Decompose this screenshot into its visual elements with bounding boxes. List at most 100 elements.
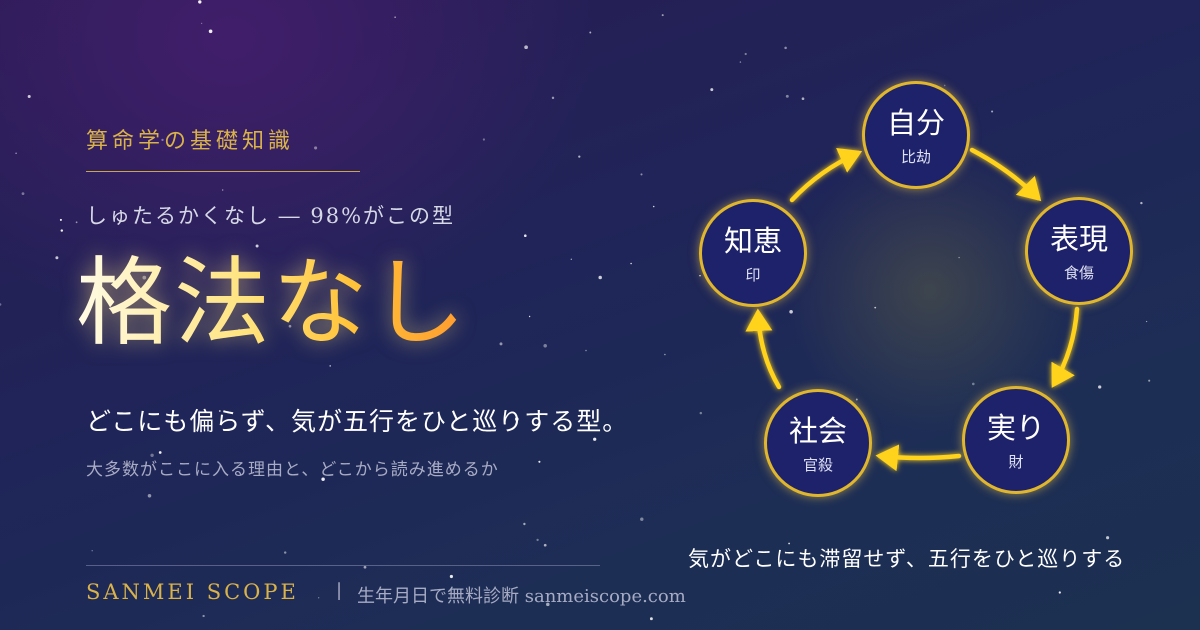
star xyxy=(972,382,975,386)
star xyxy=(514,417,519,421)
star xyxy=(449,574,453,579)
star xyxy=(150,453,154,458)
star xyxy=(55,256,59,260)
star xyxy=(739,61,742,63)
star xyxy=(255,244,259,248)
star xyxy=(288,324,292,328)
star xyxy=(218,410,221,412)
star xyxy=(200,22,203,25)
star xyxy=(161,138,164,142)
star xyxy=(21,192,25,196)
cycle-node-wisdom: 知恵 印 xyxy=(699,199,807,307)
node-label: 社会 xyxy=(788,414,847,448)
node-label: 知恵 xyxy=(723,224,782,258)
star xyxy=(1145,320,1148,323)
node-label: 表現 xyxy=(1049,222,1108,256)
star xyxy=(578,155,581,158)
star xyxy=(699,274,701,277)
star xyxy=(789,310,793,314)
star xyxy=(785,94,789,98)
footer-divider xyxy=(86,565,600,566)
arrow-icon xyxy=(969,147,1042,202)
star xyxy=(630,262,632,265)
star xyxy=(1140,201,1143,205)
star xyxy=(1098,385,1102,389)
star xyxy=(482,138,486,141)
star xyxy=(661,14,664,17)
star xyxy=(208,29,213,34)
reading-subtitle: しゅたるかくなし ― 98%がこの型 xyxy=(86,204,456,228)
star xyxy=(744,52,747,56)
star xyxy=(15,152,17,155)
section-label: 算命学の基礎知識 xyxy=(86,129,295,154)
star xyxy=(855,398,858,401)
footer-link[interactable]: 生年月日で無料診断 sanmeiscope.com xyxy=(357,586,686,607)
star xyxy=(222,189,224,191)
star xyxy=(538,460,541,463)
cycle-node-society: 社会 官殺 xyxy=(764,389,872,497)
arrow-icon xyxy=(875,444,962,472)
star xyxy=(788,542,790,545)
star xyxy=(0,303,2,306)
star xyxy=(570,258,572,260)
star xyxy=(710,88,714,92)
star xyxy=(543,543,547,547)
cycle-caption: 気がどこにも滞留せず、五行をひと巡りする xyxy=(688,547,1126,571)
sub-description: 大多数がここに入る理由と、どこから読み進めるか xyxy=(86,460,499,480)
description: どこにも偏らず、気が五行をひと巡りする型。 xyxy=(86,407,629,436)
star xyxy=(321,477,325,481)
star xyxy=(238,328,241,331)
star xyxy=(524,234,527,237)
node-sublabel: 比劫 xyxy=(900,148,931,166)
star xyxy=(499,342,503,346)
star xyxy=(943,84,946,87)
star xyxy=(585,349,587,352)
node-sublabel: 財 xyxy=(1008,453,1024,471)
section-divider xyxy=(86,171,360,172)
star xyxy=(59,218,62,221)
node-sublabel: 印 xyxy=(745,266,761,284)
star xyxy=(158,451,162,454)
star xyxy=(202,614,205,618)
star xyxy=(1148,379,1151,382)
star xyxy=(198,0,202,4)
star xyxy=(419,218,421,220)
star xyxy=(543,344,547,348)
star xyxy=(1058,591,1061,594)
star xyxy=(958,256,960,259)
node-sublabel: 食傷 xyxy=(1063,264,1094,282)
arrow-icon xyxy=(789,148,863,203)
page-title: 格法なし xyxy=(76,247,468,359)
star xyxy=(523,522,526,526)
star xyxy=(147,494,152,498)
star xyxy=(649,617,653,621)
arrow-icon xyxy=(1051,306,1080,388)
star xyxy=(283,551,287,554)
star xyxy=(784,46,787,50)
star xyxy=(363,565,367,569)
star xyxy=(75,221,78,224)
star xyxy=(329,365,331,367)
star xyxy=(528,315,531,318)
star xyxy=(640,173,643,176)
star xyxy=(1106,536,1110,540)
cycle-node-self: 自分 比劫 xyxy=(862,81,970,189)
node-label: 自分 xyxy=(886,106,945,140)
star xyxy=(551,96,555,100)
cycle-node-expression: 表現 食傷 xyxy=(1025,197,1133,305)
star xyxy=(91,549,93,552)
star xyxy=(593,437,597,441)
star xyxy=(524,45,528,50)
star xyxy=(991,110,994,113)
arrow-icon xyxy=(745,308,782,390)
star xyxy=(874,306,877,309)
footer-separator: | xyxy=(336,580,343,601)
star xyxy=(546,602,550,607)
star xyxy=(664,353,666,356)
star xyxy=(589,31,592,34)
star xyxy=(314,146,318,150)
star xyxy=(60,229,64,232)
star xyxy=(598,275,602,280)
star xyxy=(328,219,332,222)
star xyxy=(142,275,147,280)
